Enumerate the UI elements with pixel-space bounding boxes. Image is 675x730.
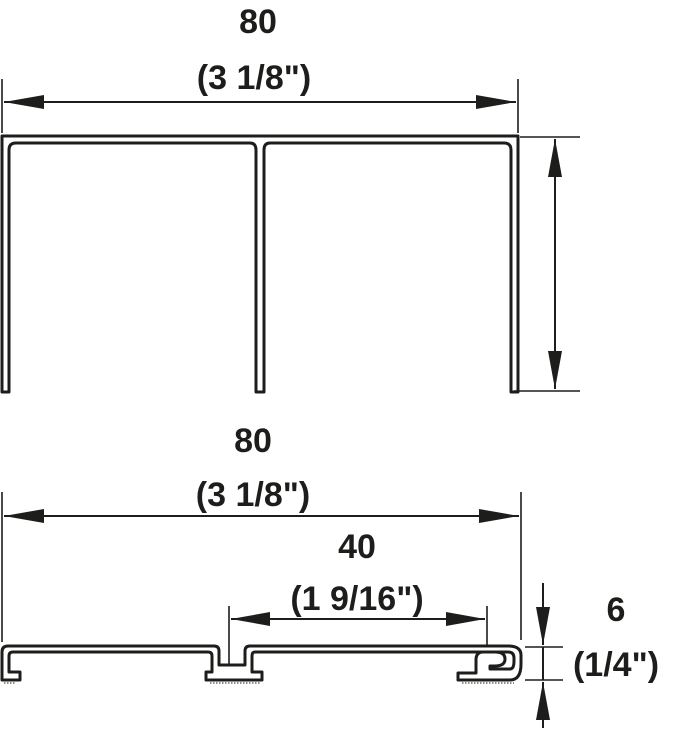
top-track-profile: 80 (3 1/8") — [0, 3, 580, 394]
groove-spacing-dimension-arrow — [231, 612, 485, 626]
arrow-up-icon — [536, 682, 550, 720]
bottom-rail-profile: 80 (3 1/8") 40 (1 9/16") — [0, 422, 659, 728]
top-width-metric-label: 80 — [239, 3, 277, 41]
arrow-left-icon — [4, 509, 44, 523]
groove-spacing-metric-label: 40 — [338, 528, 376, 566]
top-track-shape — [0, 134, 520, 394]
top-height-dimension-arrow — [548, 139, 562, 389]
arrow-up-icon — [548, 139, 562, 177]
bottom-width-imperial-label: (3 1/8") — [196, 476, 310, 514]
bottom-width-dimension-arrow — [4, 509, 519, 523]
rail-height-imperial-label: (1/4") — [573, 646, 659, 684]
arrow-left-icon — [231, 612, 270, 626]
groove-spacing-imperial-label: (1 9/16") — [290, 580, 423, 618]
bottom-rail-shape — [0, 644, 523, 682]
rail-height-metric-label: 6 — [607, 591, 626, 629]
arrow-right-icon — [446, 612, 485, 626]
top-width-imperial-label: (3 1/8") — [197, 59, 311, 97]
top-width-dimension-arrow — [4, 95, 516, 109]
arrow-right-icon — [476, 95, 516, 109]
arrow-down-icon — [548, 351, 562, 389]
arrow-left-icon — [4, 95, 44, 109]
bottom-width-metric-label: 80 — [234, 422, 272, 460]
rail-height-dimension-arrow — [536, 583, 550, 728]
arrow-right-icon — [479, 509, 519, 523]
arrow-down-icon — [536, 607, 550, 645]
